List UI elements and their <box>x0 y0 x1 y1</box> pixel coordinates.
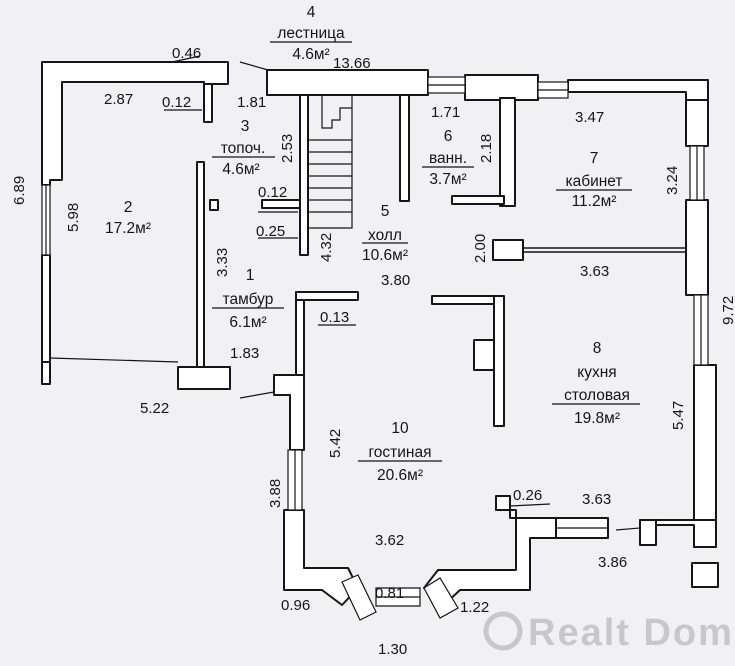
room-5-number: 5 <box>381 203 390 220</box>
dim-3.86: 3.86 <box>598 554 627 571</box>
room-5-name: холл <box>368 227 402 244</box>
dim-4.32: 4.32 <box>318 233 335 262</box>
dimension-lines <box>49 55 641 531</box>
room-10-area: 20.6м² <box>377 467 423 484</box>
room-3-name: топоч. <box>221 140 266 157</box>
dim-5.47: 5.47 <box>670 401 687 430</box>
dim-2.87: 2.87 <box>104 91 133 108</box>
room-1-number: 1 <box>246 267 255 284</box>
watermark-text: Realt Domovita <box>528 612 735 654</box>
dim-0.81: 0.81 <box>375 585 404 602</box>
dim-3.24: 3.24 <box>664 166 681 195</box>
room-8-name-2: столовая <box>564 387 630 404</box>
room-4-name: лестница <box>277 25 345 42</box>
room-4-number: 4 <box>307 4 316 21</box>
dim-1.71: 1.71 <box>431 104 460 121</box>
dim-1.81: 1.81 <box>237 94 266 111</box>
dim-3.33: 3.33 <box>214 248 231 277</box>
windows <box>41 76 709 621</box>
room-7-number: 7 <box>590 150 599 167</box>
dim-2.18: 2.18 <box>478 134 495 163</box>
dim-0.13: 0.13 <box>320 309 349 326</box>
dimension-labels: 0.46 13.66 2.87 0.12 1.81 1.71 3.47 0.12… <box>11 45 735 658</box>
dim-1.30: 1.30 <box>378 641 407 658</box>
room-8-name: кухня <box>577 364 616 381</box>
label-underlines <box>212 41 640 462</box>
staircase <box>307 95 353 255</box>
dim-0.26: 0.26 <box>513 487 542 504</box>
dim-5.98: 5.98 <box>65 203 82 232</box>
room-1-area: 6.1м² <box>229 314 266 331</box>
room-6-name: ванн. <box>429 150 467 167</box>
room-7-name: кабинет <box>565 173 622 190</box>
dim-3.63-a: 3.63 <box>580 263 609 280</box>
dim-0.12-mid: 0.12 <box>258 184 287 201</box>
room-labels: 4 лестница 4.6м² 3 топоч. 4.6м² 2 17.2м²… <box>105 4 630 484</box>
room-6-number: 6 <box>444 128 453 145</box>
dim-0.25: 0.25 <box>256 223 285 240</box>
dim-6.89: 6.89 <box>11 176 28 205</box>
dim-0.96: 0.96 <box>281 597 310 614</box>
dim-2.00: 2.00 <box>472 234 489 263</box>
dim-13.66: 13.66 <box>333 55 371 72</box>
room-4-area: 4.6м² <box>292 46 329 63</box>
room-2-number: 2 <box>124 199 133 216</box>
dim-5.42: 5.42 <box>327 429 344 458</box>
dim-5.22: 5.22 <box>140 400 169 417</box>
watermark: Realt Domovita <box>483 611 735 654</box>
room-3-number: 3 <box>241 118 250 135</box>
room-10-number: 10 <box>391 420 409 437</box>
room-8-number: 8 <box>593 340 602 357</box>
dim-0.46: 0.46 <box>172 45 201 62</box>
dim-3.88: 3.88 <box>267 479 284 508</box>
walls <box>41 61 719 606</box>
dim-9.72: 9.72 <box>720 296 735 325</box>
dim-3.80: 3.80 <box>381 272 410 289</box>
room-1-name: тамбур <box>223 291 274 308</box>
dim-3.62: 3.62 <box>375 532 404 549</box>
room-6-area: 3.7м² <box>429 171 466 188</box>
dim-1.83: 1.83 <box>230 345 259 362</box>
watermark-logo-icon <box>483 611 523 651</box>
dim-3.47: 3.47 <box>575 109 604 126</box>
room-3-area: 4.6м² <box>222 161 259 178</box>
room-10-name: гостиная <box>368 444 431 461</box>
dim-2.53: 2.53 <box>279 134 296 163</box>
dim-1.22: 1.22 <box>460 599 489 616</box>
dim-0.12-top: 0.12 <box>162 94 191 111</box>
room-2-area: 17.2м² <box>105 220 151 237</box>
dim-3.63-b: 3.63 <box>582 491 611 508</box>
room-5-area: 10.6м² <box>362 247 408 264</box>
room-8-area: 19.8м² <box>574 410 620 427</box>
room-7-area: 11.2м² <box>572 193 617 210</box>
